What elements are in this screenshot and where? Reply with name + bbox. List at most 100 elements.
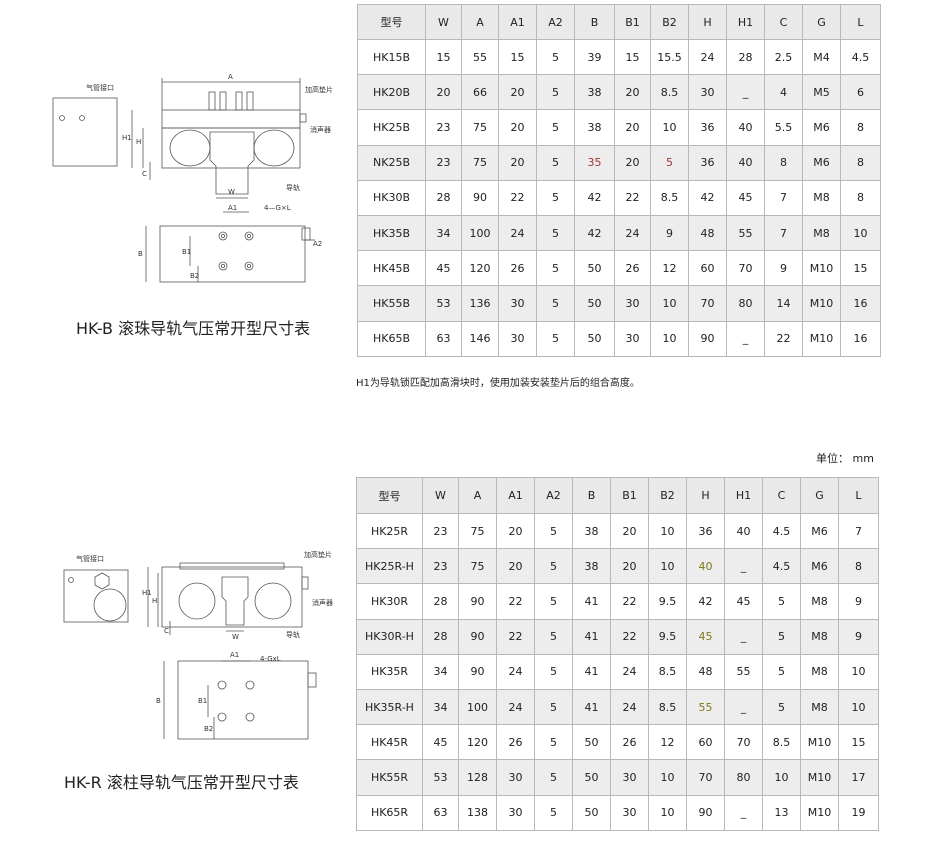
value-cell: 50 [572, 724, 611, 761]
value-cell: 40 [726, 109, 765, 146]
label-dim-b2: B2 [190, 272, 199, 280]
value-cell: 41 [572, 583, 611, 620]
column-header: B [574, 4, 615, 40]
value-cell: 5 [762, 653, 801, 690]
label-rail: 导轨 [286, 630, 300, 639]
value-cell: 24 [498, 214, 537, 252]
label-dim-h1: H1 [142, 589, 152, 597]
value-cell: 35 [574, 144, 615, 181]
label-rail: 导轨 [286, 183, 300, 192]
value-cell: 45 [425, 250, 462, 287]
value-cell: 70 [724, 724, 763, 761]
value-cell: 20 [498, 109, 537, 146]
value-cell: 50 [574, 250, 615, 287]
value-cell: 26 [614, 250, 651, 287]
value-cell: 50 [572, 794, 611, 831]
value-cell: 24 [610, 688, 649, 726]
model-cell: HK15B [357, 38, 426, 76]
value-cell: 20 [614, 144, 651, 181]
model-cell: HK20B [357, 74, 426, 111]
value-cell: 23 [425, 144, 462, 181]
value-cell: _ [724, 618, 763, 655]
value-cell: 63 [425, 320, 462, 357]
model-cell: HK65R [356, 794, 423, 831]
value-cell: 55 [686, 688, 725, 726]
column-header: L [838, 477, 879, 514]
value-cell: 6 [840, 74, 881, 111]
value-cell: 5 [536, 320, 575, 357]
value-cell: 75 [461, 144, 499, 181]
label-dim-h1: H1 [122, 134, 132, 142]
value-cell: M5 [802, 74, 841, 111]
label-dim-a1: A1 [228, 204, 237, 212]
hk-r-caption: HK-R 滚柱导轨气压常开型尺寸表 [64, 773, 299, 792]
value-cell: 41 [572, 688, 611, 726]
value-cell: 50 [574, 320, 615, 357]
column-header: H [686, 477, 725, 514]
value-cell: 8.5 [650, 179, 689, 216]
value-cell: 39 [574, 38, 615, 76]
value-cell: 10 [648, 759, 687, 796]
value-cell: 45 [422, 724, 459, 761]
value-cell: 20 [610, 548, 649, 585]
label-dim-w: W [232, 633, 239, 641]
value-cell: 14 [764, 285, 803, 322]
value-cell: 22 [610, 583, 649, 620]
label-air-port: 气管接口 [76, 554, 104, 563]
value-cell: 34 [425, 214, 462, 252]
value-cell: 60 [688, 250, 727, 287]
value-cell: 10 [650, 285, 689, 322]
value-cell: 30 [496, 759, 535, 796]
value-cell: 38 [572, 548, 611, 585]
value-cell: 28 [425, 179, 462, 216]
column-header: A [458, 477, 497, 514]
value-cell: 90 [686, 794, 725, 831]
value-cell: 66 [461, 74, 499, 111]
value-cell: 36 [686, 512, 725, 550]
value-cell: 16 [840, 320, 881, 357]
model-cell: HK35B [357, 214, 426, 252]
value-cell: 100 [461, 214, 499, 252]
value-cell: 5 [536, 250, 575, 287]
value-cell: 7 [764, 179, 803, 216]
value-cell: 7 [838, 512, 879, 550]
label-dim-w: W [228, 188, 235, 196]
value-cell: 24 [610, 653, 649, 690]
value-cell: 120 [461, 250, 499, 287]
value-cell: 90 [688, 320, 727, 357]
model-cell: HK65B [357, 320, 426, 357]
value-cell: 90 [458, 583, 497, 620]
value-cell: 23 [422, 512, 459, 550]
model-cell: HK25R [356, 512, 423, 550]
value-cell: 8.5 [650, 74, 689, 111]
label-dim-b1: B1 [182, 248, 191, 256]
value-cell: 63 [422, 794, 459, 831]
value-cell: 16 [840, 285, 881, 322]
value-cell: 20 [425, 74, 462, 111]
value-cell: 15 [838, 724, 879, 761]
value-cell: 10 [648, 548, 687, 585]
column-header: 型号 [356, 477, 423, 514]
model-cell: HK35R-H [356, 688, 423, 726]
value-cell: 5 [534, 653, 573, 690]
value-cell: 45 [726, 179, 765, 216]
value-cell: 42 [688, 179, 727, 216]
label-dim-b1: B1 [198, 697, 207, 705]
value-cell: 23 [425, 109, 462, 146]
value-cell: 5.5 [764, 109, 803, 146]
label-dim-h: H [136, 138, 141, 146]
value-cell: 15 [840, 250, 881, 287]
value-cell: M10 [800, 724, 839, 761]
value-cell: 55 [461, 38, 499, 76]
value-cell: 30 [614, 320, 651, 357]
value-cell: 10 [840, 214, 881, 252]
value-cell: 8 [838, 548, 879, 585]
value-cell: 8.5 [648, 688, 687, 726]
